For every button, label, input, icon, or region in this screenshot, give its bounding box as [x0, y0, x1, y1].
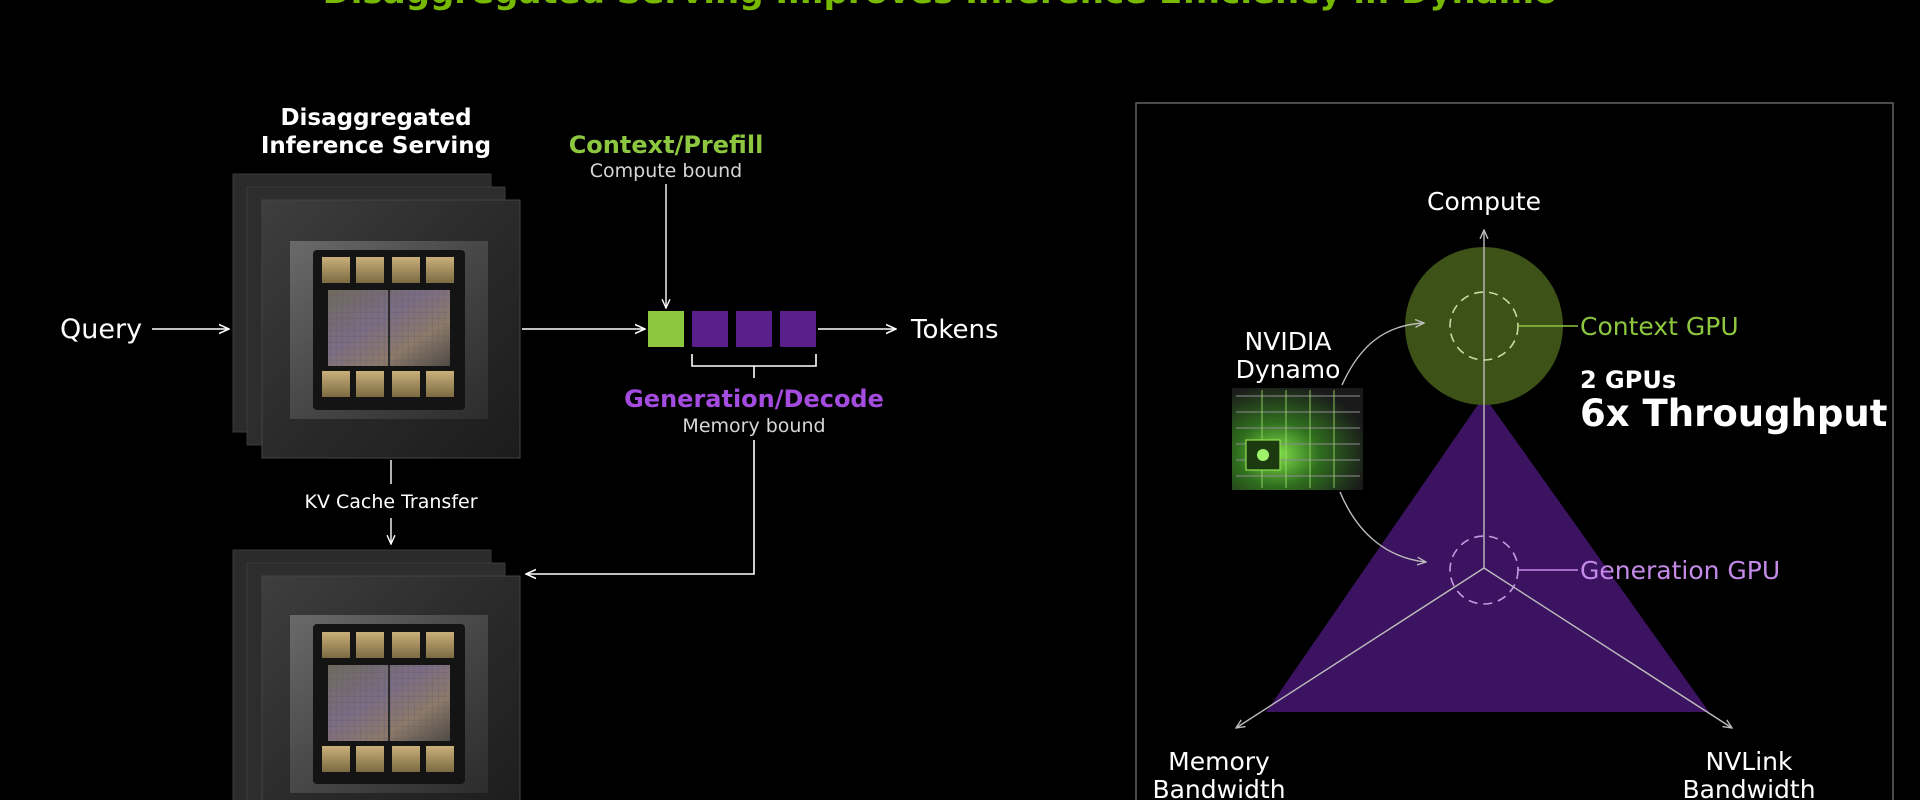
- panel-frame: [1135, 102, 1894, 800]
- memory-axis: [1236, 567, 1485, 728]
- dynamo-label-line2: Dynamo: [1236, 355, 1341, 384]
- gpu-chip-icon: [290, 241, 488, 419]
- slide-title: Disaggregated Serving Improves Inference…: [323, 0, 1558, 12]
- generation-gpu-stack: [232, 549, 521, 800]
- decode-return-arrow: [526, 440, 755, 574]
- generation-bracket: [691, 354, 817, 378]
- serving-label-line2: Inference Serving: [261, 133, 491, 159]
- serving-label-line1: Disaggregated: [280, 105, 471, 131]
- generation-token: [692, 311, 728, 347]
- generation-title: Generation/Decode: [624, 385, 884, 413]
- generation-token: [736, 311, 772, 347]
- context-title: Context/Prefill: [569, 131, 764, 159]
- generation-subtitle: Memory bound: [682, 415, 825, 437]
- gpus-count-label: 2 GPUs: [1580, 366, 1676, 394]
- generation-triangle: [1266, 396, 1709, 712]
- context-gpu-stack: [232, 173, 521, 459]
- dynamo-server-icon: [1232, 388, 1363, 490]
- left-flow: Disaggregated Inference Serving: [60, 105, 999, 800]
- context-token: [648, 311, 684, 347]
- compute-label: Compute: [1427, 187, 1541, 216]
- dynamo-label-line1: NVIDIA: [1245, 327, 1332, 356]
- context-subtitle: Compute bound: [590, 160, 743, 182]
- tokens-label: Tokens: [910, 315, 999, 345]
- kv-cache-label: KV Cache Transfer: [304, 491, 477, 513]
- query-label: Query: [60, 314, 142, 345]
- memory-bandwidth-line2: Bandwidth: [1152, 775, 1285, 800]
- generation-token: [780, 311, 816, 347]
- dynamo-to-context-arrow: [1341, 323, 1424, 386]
- memory-bandwidth-line1: Memory: [1168, 747, 1270, 776]
- resource-panel: Compute Context GPU Generation GPU 2 GPU…: [1135, 102, 1894, 800]
- nvlink-bandwidth-line2: Bandwidth: [1682, 775, 1815, 800]
- context-gpu-label: Context GPU: [1580, 312, 1739, 341]
- nvlink-bandwidth-line1: NVLink: [1706, 747, 1794, 776]
- throughput-label: 6x Throughput: [1580, 392, 1887, 435]
- nvlink-axis: [1483, 567, 1732, 728]
- generation-gpu-label: Generation GPU: [1580, 556, 1780, 585]
- gpu-chip-icon: [290, 615, 488, 793]
- dynamo-to-generation-arrow: [1339, 491, 1426, 562]
